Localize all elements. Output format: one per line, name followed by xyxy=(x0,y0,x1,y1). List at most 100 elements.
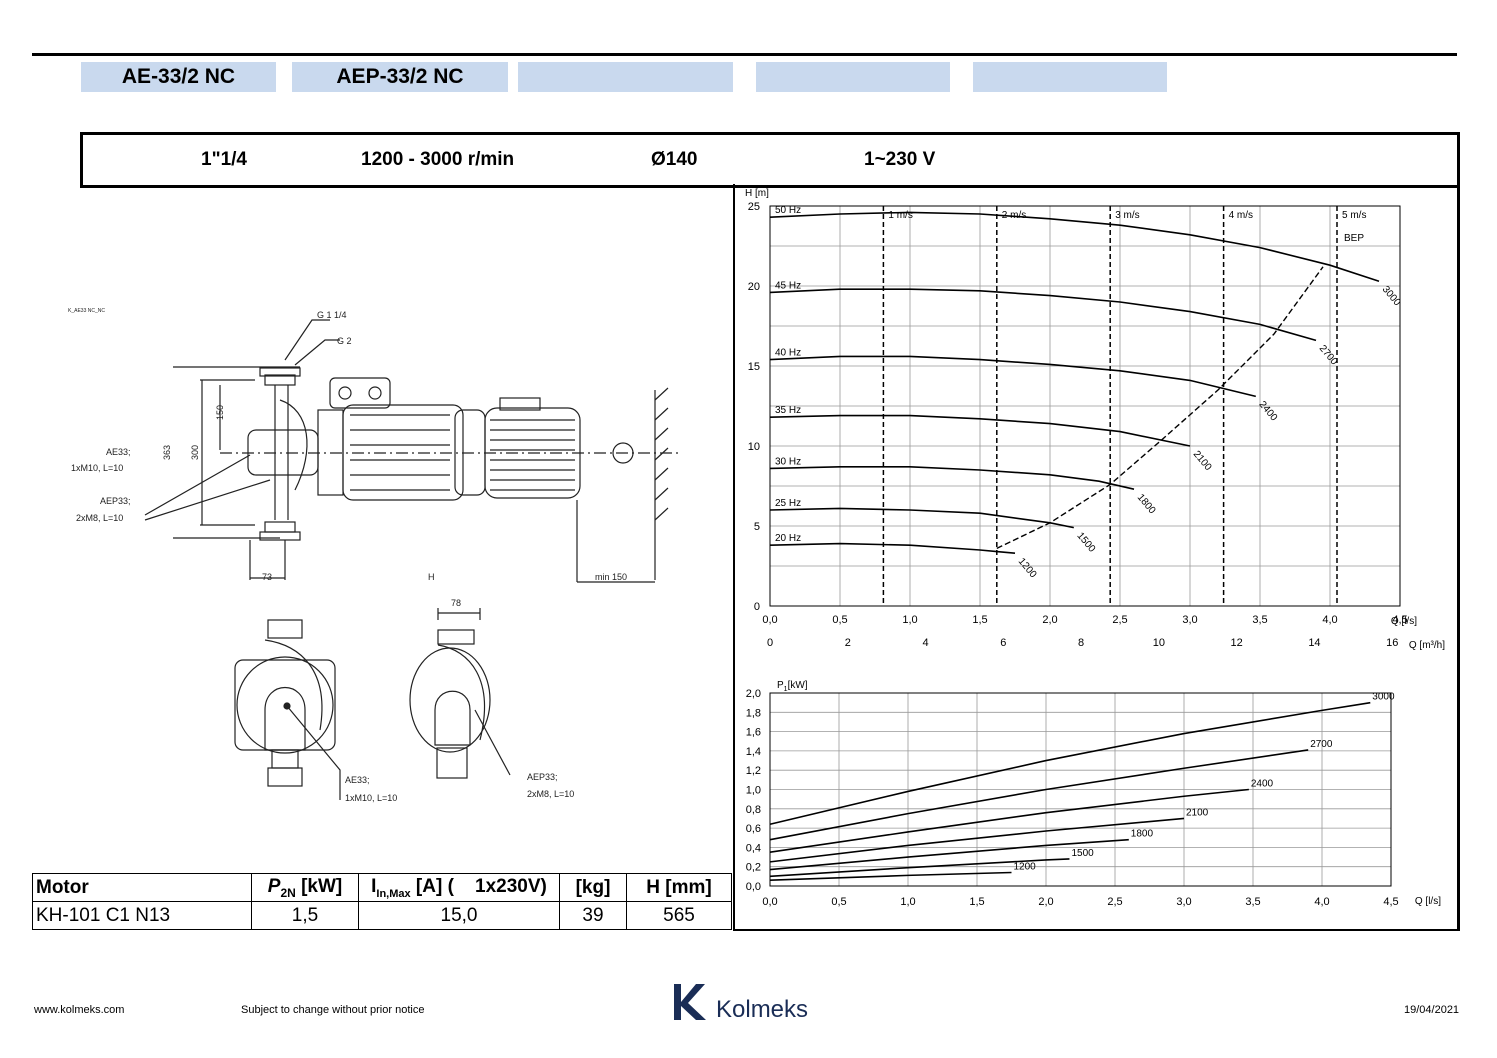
p-series-line xyxy=(769,749,1309,841)
dim-h: H xyxy=(428,572,435,582)
p-ytick: 1,2 xyxy=(746,765,761,777)
p-series-line xyxy=(769,871,1012,882)
h-xtick: 3,0 xyxy=(1182,614,1197,626)
spec-diameter: Ø140 xyxy=(651,149,698,170)
h-series-name: 35 Hz xyxy=(775,405,801,416)
velocity-label: 2 m/s xyxy=(1002,210,1026,221)
h-ytick: 25 xyxy=(748,201,760,213)
p-xtick: 0,5 xyxy=(831,896,846,908)
h-xtick: 0,5 xyxy=(832,614,847,626)
p-series-line xyxy=(769,701,1371,826)
p-series-line xyxy=(769,838,1129,871)
h-x2tick: 16 xyxy=(1386,637,1398,649)
bep-label: BEP xyxy=(1344,233,1364,244)
p-ytick: 2,0 xyxy=(746,688,761,700)
tab-empty-3 xyxy=(973,62,1167,92)
p-ytick: 1,8 xyxy=(746,707,761,719)
th-motor: Motor xyxy=(32,873,252,902)
front-ae-label-2: 1xM10, L=10 xyxy=(345,793,397,803)
tab-aep-33: AEP-33/2 NC xyxy=(292,62,508,92)
h-series-name: 30 Hz xyxy=(775,456,801,467)
h-series-name: 25 Hz xyxy=(775,498,801,509)
p-series-label: 2100 xyxy=(1186,807,1209,818)
p-xtick: 2,0 xyxy=(1038,896,1053,908)
h-plot-border xyxy=(769,205,1401,607)
dim-300: 300 xyxy=(190,445,200,460)
cell-p2n: 1,5 xyxy=(251,901,359,930)
h-ytick: 15 xyxy=(748,361,760,373)
h-series-end-label: 1200 xyxy=(1016,556,1039,580)
p-series-label: 1500 xyxy=(1071,848,1094,859)
h-series-end-label: 3000 xyxy=(1380,284,1403,308)
p-xtick: 0,0 xyxy=(762,896,777,908)
footer-website[interactable]: www.kolmeks.com xyxy=(34,1004,125,1016)
dim-363: 363 xyxy=(162,445,172,460)
dim-150: 150 xyxy=(215,405,225,420)
h-series-line xyxy=(769,507,1074,529)
h-ylabel: H [m] xyxy=(745,188,769,199)
p-xtick: 1,5 xyxy=(969,896,984,908)
h-series-line xyxy=(769,414,1191,447)
cell-motor: KH-101 C1 N13 xyxy=(32,901,252,930)
p-series-label: 1800 xyxy=(1131,829,1154,840)
p-ytick: 1,0 xyxy=(746,785,761,797)
p-xtick: 3,0 xyxy=(1176,896,1191,908)
label-thread-2: G 2 xyxy=(337,336,352,346)
h-series-name: 45 Hz xyxy=(775,280,801,291)
h-x2tick: 0 xyxy=(767,637,773,649)
kolmeks-logo-icon xyxy=(674,984,706,1020)
footer-notice: Subject to change without prior notice xyxy=(241,1004,425,1016)
front-ae-label-1: AE33; xyxy=(345,775,370,785)
ae-label-1: AE33; xyxy=(106,447,131,457)
tab-ae-33: AE-33/2 NC xyxy=(81,62,276,92)
h-x2tick: 14 xyxy=(1308,637,1320,649)
h-series-line xyxy=(769,355,1256,398)
p-xtick: 2,5 xyxy=(1107,896,1122,908)
tab-empty-1 xyxy=(518,62,733,92)
drawing-id: K_AE33 NC_NC xyxy=(68,308,105,314)
dim-78: 78 xyxy=(451,598,461,608)
chart-frame xyxy=(733,184,1460,931)
h-x2tick: 6 xyxy=(1000,637,1006,649)
bep-curve xyxy=(996,266,1324,550)
h-ytick: 5 xyxy=(754,521,760,533)
spec-voltage: 1~230 V xyxy=(864,149,936,170)
p-ytick: 0,0 xyxy=(746,881,761,893)
h-series-name: 20 Hz xyxy=(775,533,801,544)
p-xtick: 3,5 xyxy=(1245,896,1260,908)
h-ytick: 20 xyxy=(748,281,760,293)
dim-min150: min 150 xyxy=(595,572,627,582)
p-series-line xyxy=(769,788,1249,854)
h-series-line xyxy=(769,465,1135,490)
h-xtick: 0,0 xyxy=(762,614,777,626)
h-xtick: 1,5 xyxy=(972,614,987,626)
ae-label-2: 1xM10, L=10 xyxy=(71,463,123,473)
h-series-line xyxy=(769,288,1317,342)
h-ytick: 0 xyxy=(754,601,760,613)
p-series-label: 3000 xyxy=(1372,692,1395,703)
h-xtick: 1,0 xyxy=(902,614,917,626)
h-xlabel: Q [l/s] xyxy=(1391,616,1417,627)
h-xtick: 2,0 xyxy=(1042,614,1057,626)
p-ytick: 0,4 xyxy=(746,842,761,854)
p-series-label: 2400 xyxy=(1251,779,1274,790)
p-xtick: 4,5 xyxy=(1383,896,1398,908)
h-series-end-label: 1800 xyxy=(1135,492,1158,516)
front-aep-label-2: 2xM8, L=10 xyxy=(527,789,574,799)
h-series-name: 40 Hz xyxy=(775,348,801,359)
p-ylabel: P1[kW] xyxy=(777,680,808,693)
h-x2tick: 2 xyxy=(845,637,851,649)
th-kg: [kg] xyxy=(559,873,627,902)
power-chart: P1[kW] Q [l/s] 0,00,20,40,60,81,01,21,41… xyxy=(746,680,1442,908)
velocity-label: 4 m/s xyxy=(1229,210,1253,221)
motor-table-header: Motor P2N [kW] IIn,Max [A] ( 1x230V) [kg… xyxy=(32,873,732,902)
front-aep-label-1: AEP33; xyxy=(527,772,558,782)
p-series-label: 2700 xyxy=(1310,739,1333,750)
spec-speed: 1200 - 3000 r/min xyxy=(361,149,515,170)
h-x2tick: 10 xyxy=(1153,637,1165,649)
h-x2tick: 4 xyxy=(922,637,928,649)
footer-brand: Kolmeks xyxy=(716,996,809,1023)
p-series-line xyxy=(769,817,1185,863)
p-xlabel: Q [l/s] xyxy=(1415,896,1441,907)
